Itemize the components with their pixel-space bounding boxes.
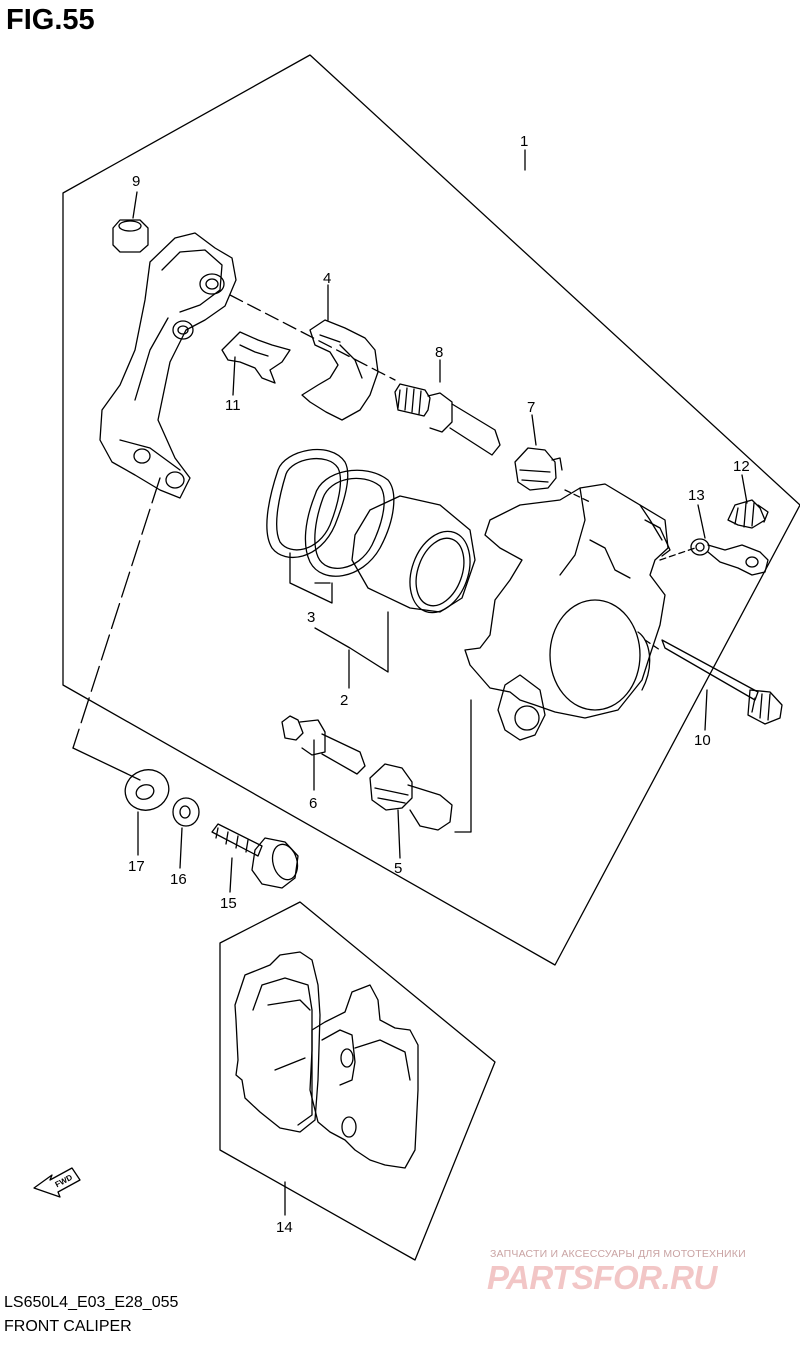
boot-5 [369, 763, 453, 831]
callout-7: 7 [527, 399, 535, 416]
callout-10: 10 [694, 732, 711, 749]
slide-pin-8 [394, 383, 501, 456]
lock-washer-16 [172, 797, 200, 827]
watermark-logo: PARTSFOR.RU [487, 1259, 717, 1296]
assembly-boundary [62, 54, 800, 966]
caliper-body [464, 483, 671, 741]
pad-retainer-4 [301, 319, 379, 421]
brake-pads-14 [234, 951, 419, 1169]
callout-15: 15 [220, 895, 237, 912]
callout-5: 5 [394, 860, 402, 877]
callout-4: 4 [323, 270, 331, 287]
piston-2 [351, 495, 476, 614]
boot-7 [514, 447, 563, 491]
figure-number: FIG.55 [6, 4, 95, 36]
callout-8: 8 [435, 344, 443, 361]
washer-17 [124, 769, 170, 811]
callout-13: 13 [688, 487, 705, 504]
bleeder-screw-12 [727, 499, 769, 529]
callout-16: 16 [170, 871, 187, 888]
bolt-15 [211, 823, 299, 889]
figure-model-code: LS650L4_E03_E28_055 [4, 1294, 179, 1311]
callout-1: 1 [520, 133, 528, 150]
callout-9: 9 [132, 173, 140, 190]
caliper-bracket [99, 232, 237, 499]
slide-pin-6 [281, 715, 366, 775]
callout-11: 11 [225, 397, 241, 414]
nut-9 [112, 219, 149, 253]
pin-bolt-10 [661, 639, 783, 725]
callout-2: 2 [340, 692, 348, 709]
pad-spring-11 [221, 331, 291, 384]
callout-14: 14 [276, 1219, 293, 1236]
pad-kit-boundary [219, 901, 496, 1261]
bleeder-cap-13 [690, 538, 769, 576]
piston-seals-3 [266, 448, 395, 577]
callout-17: 17 [128, 858, 145, 875]
watermark-tagline: ЗАПЧАСТИ И АКСЕССУАРЫ ДЛЯ МОТОТЕХНИКИ [490, 1248, 746, 1260]
callout-6: 6 [309, 795, 317, 812]
callout-12: 12 [733, 458, 750, 475]
callout-3: 3 [307, 609, 315, 626]
fwd-arrow-icon [33, 1167, 81, 1198]
figure-name: FRONT CALIPER [4, 1318, 132, 1335]
